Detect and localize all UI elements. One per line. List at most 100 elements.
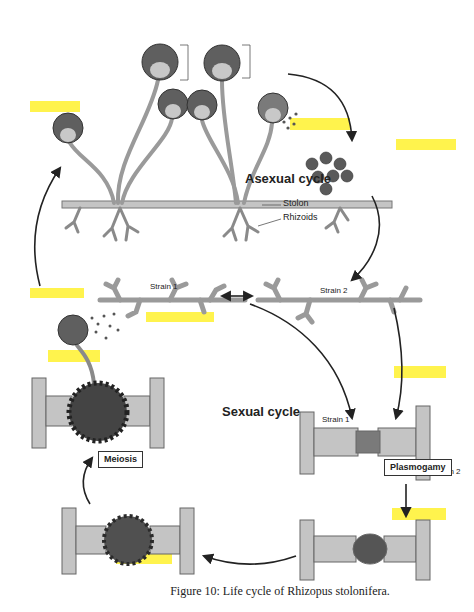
- germinating-zygosporangium: [32, 315, 164, 448]
- figure-caption: Figure 10: Life cycle of Rhizopus stolon…: [130, 584, 430, 599]
- strain-1-hypha: [100, 280, 245, 316]
- progametangia: [356, 431, 380, 453]
- rhizoid: [104, 208, 138, 240]
- zygospore: [69, 383, 127, 441]
- cycle-title: Sexual cycle: [222, 405, 300, 419]
- columella: [150, 62, 170, 78]
- hypha-segment: [62, 508, 76, 574]
- hypha-segment: [416, 520, 430, 580]
- process-box: Plasmogamy: [384, 459, 452, 476]
- part-label: Strain 2: [320, 287, 348, 296]
- rhizoids: [66, 208, 348, 240]
- suspensor: [314, 536, 356, 562]
- mature-zygosporangium: [62, 508, 194, 574]
- sporangia: [53, 44, 288, 143]
- sporangium: [58, 315, 88, 345]
- hypha-branch: [266, 280, 406, 322]
- spore: [306, 158, 318, 170]
- spore-dot: [113, 313, 116, 316]
- released-spores: [91, 313, 120, 340]
- sporangium: [142, 44, 178, 80]
- bracket: [180, 45, 188, 80]
- sporangium: [158, 89, 188, 119]
- spore-dot: [288, 116, 291, 119]
- part-label: Strain 1: [322, 416, 350, 425]
- highlight-blank: [30, 288, 84, 298]
- columella: [60, 128, 76, 142]
- highlight-blank: [48, 350, 100, 362]
- rhizoid: [224, 208, 258, 240]
- cycle-arrow: [405, 484, 407, 516]
- spore: [334, 158, 346, 170]
- columella: [212, 63, 232, 79]
- rhizoid: [326, 208, 348, 232]
- sporangium: [53, 113, 83, 143]
- part-label: Stolon: [283, 199, 309, 209]
- highlight-blank: [30, 101, 80, 112]
- sporangium: [258, 93, 288, 123]
- sporangiophore: [76, 344, 94, 384]
- sporangiophore: [118, 80, 158, 203]
- columella: [165, 104, 181, 118]
- leader-line: [258, 219, 281, 226]
- spore-dot: [95, 331, 98, 334]
- suspensor: [150, 526, 180, 554]
- suspensor: [76, 526, 106, 554]
- highlight-blanks: [30, 101, 456, 564]
- part-label: Strain 1: [150, 283, 178, 292]
- hypha-branch: [106, 280, 224, 316]
- hypha-segment: [32, 378, 46, 448]
- highlight-blank: [396, 139, 456, 150]
- hypha-segment: [300, 520, 314, 580]
- cycle-arrow: [222, 295, 252, 297]
- gametangium: [378, 428, 416, 456]
- hypha-segment: [180, 508, 194, 574]
- highlight-blank: [290, 118, 350, 130]
- spore-dot: [91, 317, 94, 320]
- zygosporangium-stage: [300, 520, 430, 580]
- spore-dot: [97, 323, 100, 326]
- zygosporangium: [353, 534, 387, 564]
- cycle-arrow: [250, 304, 352, 418]
- cycle-arrow: [352, 196, 379, 280]
- released-spores: [282, 112, 297, 129]
- spore-dot: [105, 337, 108, 340]
- hypha-segment: [150, 378, 164, 448]
- sporangiophore: [202, 120, 238, 203]
- spore-dot: [103, 315, 106, 318]
- spore: [341, 170, 353, 182]
- cycle-arrow: [83, 458, 92, 504]
- cycle-arrow: [394, 308, 402, 418]
- box-text: Meiosis: [104, 454, 137, 465]
- leader-line: [262, 205, 281, 206]
- spore-dot: [286, 126, 289, 129]
- box-text: Plasmogamy: [390, 462, 446, 473]
- sporangiophore: [244, 123, 272, 203]
- cycle-arrow: [204, 556, 296, 564]
- cycle-arrow: [35, 168, 60, 286]
- spore-dot: [294, 112, 297, 115]
- spore-dot: [282, 120, 285, 123]
- process-box: Meiosis: [98, 451, 143, 468]
- columella: [194, 105, 210, 119]
- spore: [320, 152, 332, 164]
- hypha-segment: [300, 412, 314, 474]
- stolon: [62, 201, 392, 208]
- bracket: [242, 45, 250, 78]
- part-label: Rhizoids: [283, 213, 318, 223]
- cycle-arrow: [288, 74, 352, 140]
- highlight-blank: [392, 508, 446, 520]
- spore-dot: [109, 325, 112, 328]
- columella: [265, 108, 281, 122]
- sporangiophore: [70, 143, 114, 203]
- spore-dot: [292, 122, 295, 125]
- sporangiophore: [122, 118, 172, 203]
- suspensor: [384, 536, 416, 562]
- zygospore: [104, 516, 152, 564]
- sporangium: [187, 90, 217, 120]
- sporangiophores: [70, 80, 272, 203]
- spore-dot: [117, 329, 120, 332]
- rhizoid: [66, 208, 80, 232]
